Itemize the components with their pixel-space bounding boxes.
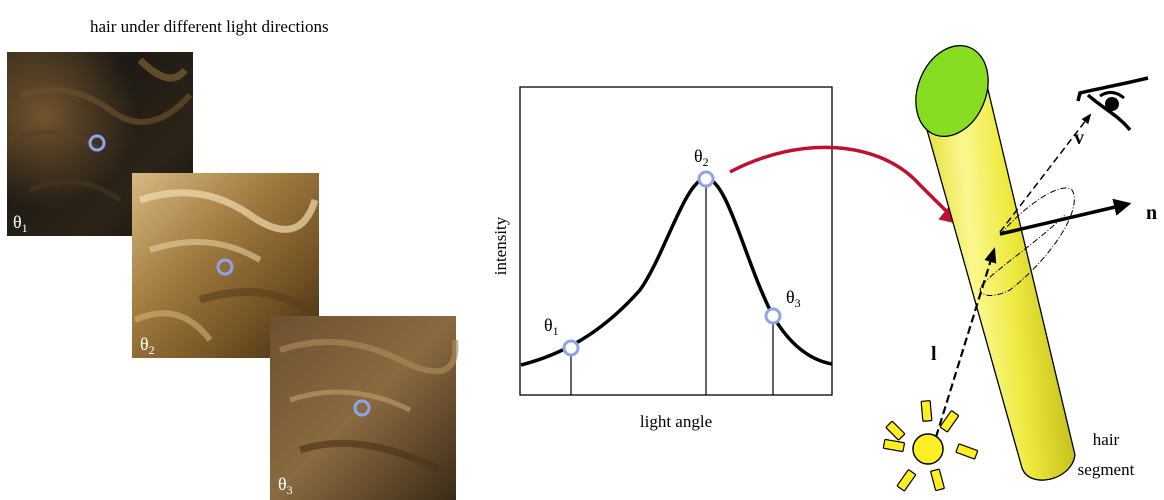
point-2-subscript: 2 (703, 155, 709, 169)
curve-point-2 (697, 170, 715, 188)
eye-icon (1076, 76, 1149, 132)
photo-2-label: θ (140, 334, 149, 354)
x-axis-label: light angle (640, 412, 712, 431)
hair-caption-line2: segment (1078, 460, 1135, 479)
light-vector (934, 247, 997, 438)
svg-text:θ1: θ1 (13, 212, 28, 235)
svg-text:θ2: θ2 (694, 146, 709, 169)
sample-marker-3 (353, 399, 371, 417)
intensity-curve (520, 176, 833, 367)
sample-marker-1 (88, 134, 106, 152)
hair-photo-1: θ1 (7, 52, 193, 236)
photo-3-subscript: 3 (287, 483, 293, 497)
hair-segment (915, 44, 1076, 481)
mapping-arrow (729, 145, 962, 225)
photo-1-subscript: 1 (22, 221, 28, 235)
hair-cylinder-cap (915, 44, 989, 138)
view-vector-label: v (1074, 127, 1084, 149)
sun-icon (882, 400, 979, 492)
svg-text:θ2: θ2 (140, 334, 155, 357)
light-vector-label: l (931, 343, 937, 365)
normal-vector-label: n (1146, 202, 1157, 224)
point-1-subscript: 1 (553, 324, 559, 338)
normal-vector (999, 198, 1132, 236)
curve-point-1 (562, 339, 580, 357)
point-1-label: θ (544, 315, 553, 335)
photo-2-subscript: 2 (149, 343, 155, 357)
view-vector (999, 113, 1092, 233)
point-3-subscript: 3 (795, 296, 801, 310)
figure-title: hair under different light directions (90, 17, 329, 36)
hair-photo-3: θ3 (270, 316, 459, 500)
intensity-plot: θ1 θ2 θ3 intensity light angle (491, 86, 833, 431)
y-axis-label: intensity (491, 216, 510, 275)
svg-text:θ1: θ1 (544, 315, 559, 338)
hair-cylinder-body (919, 76, 1076, 481)
svg-text:θ3: θ3 (278, 474, 293, 497)
sample-marker-2 (216, 258, 234, 276)
svg-text:θ3: θ3 (786, 287, 801, 310)
curve-point-3 (764, 307, 782, 325)
photo-1-label: θ (13, 212, 22, 232)
photo-3-label: θ (278, 474, 287, 494)
plot-frame (519, 86, 833, 396)
hair-caption-line1: hair (1093, 430, 1120, 449)
point-2-label: θ (694, 146, 703, 166)
point-3-label: θ (786, 287, 795, 307)
